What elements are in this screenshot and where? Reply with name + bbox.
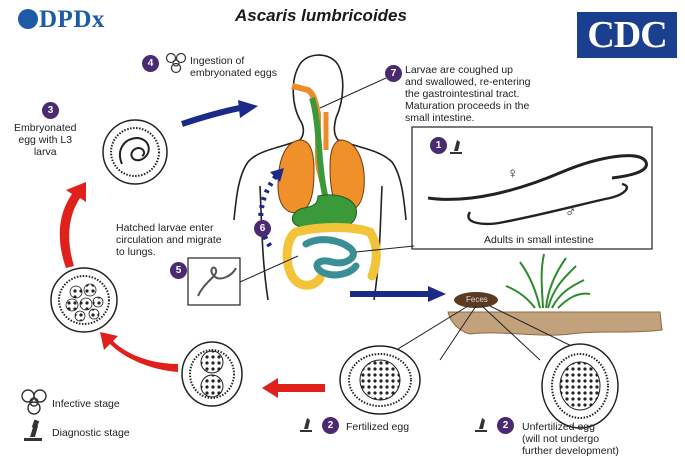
- step-1-badge: 1: [430, 137, 447, 154]
- left-lung: [278, 140, 314, 213]
- biohazard-icon: [22, 390, 46, 414]
- soil-ground: [448, 312, 662, 335]
- fertilized-egg: [340, 346, 420, 414]
- step-7-badge: 7: [385, 65, 402, 82]
- step-2a-badge: 2: [322, 417, 339, 434]
- embryonated-egg: [103, 120, 167, 184]
- pointer-line-step7: [320, 78, 386, 108]
- step-7-text: Larvae are coughed upand swallowed, re-e…: [405, 64, 531, 124]
- step-3-text: Embryonatedegg with L3larva: [14, 122, 76, 158]
- step-2b-text: Unfertilized egg(will not undergofurther…: [522, 421, 619, 457]
- microscope-icon: [24, 420, 42, 441]
- pointer-line-adults: [356, 246, 414, 252]
- feces-label: Feces: [466, 295, 488, 304]
- developing-egg: [182, 342, 242, 406]
- dpdx-logo: DPDx: [18, 6, 105, 34]
- legend-diagnostic: Diagnostic stage: [52, 427, 130, 439]
- step-4-text: Ingestion ofembryonated eggs: [190, 55, 277, 79]
- step-6-badge: 6: [254, 220, 271, 237]
- diagram-title: Ascaris lumbricoides: [235, 6, 407, 26]
- male-symbol: ♂: [565, 207, 576, 219]
- microscope-icon-step2a: [300, 418, 312, 432]
- larva-box: [188, 258, 240, 305]
- step-2b-badge: 2: [497, 417, 514, 434]
- dpdx-logo-mark: [18, 9, 38, 29]
- morula-egg: [51, 268, 117, 332]
- small-intestine: [306, 240, 356, 275]
- step-4-badge: 4: [142, 55, 159, 72]
- step-1-text: Adults in small intestine: [484, 234, 594, 246]
- dpdx-logo-text: DPDx: [39, 6, 105, 33]
- step-3-badge: 3: [42, 102, 59, 119]
- unfertilized-egg: [542, 344, 618, 428]
- grass: [506, 254, 590, 308]
- cdc-logo: CDC: [577, 12, 677, 58]
- legend-infective: Infective stage: [52, 398, 120, 410]
- step-2a-text: Fertilized egg: [346, 421, 409, 433]
- adults-box: [412, 127, 652, 249]
- step-6-text: Hatched larvae entercirculation and migr…: [116, 222, 222, 258]
- female-symbol: ♀: [507, 168, 518, 180]
- microscope-icon-step2b: [475, 418, 487, 432]
- step-5-badge: 5: [170, 262, 187, 279]
- biohazard-icon-step4: [167, 54, 186, 73]
- cdc-logo-text: CDC: [577, 12, 677, 58]
